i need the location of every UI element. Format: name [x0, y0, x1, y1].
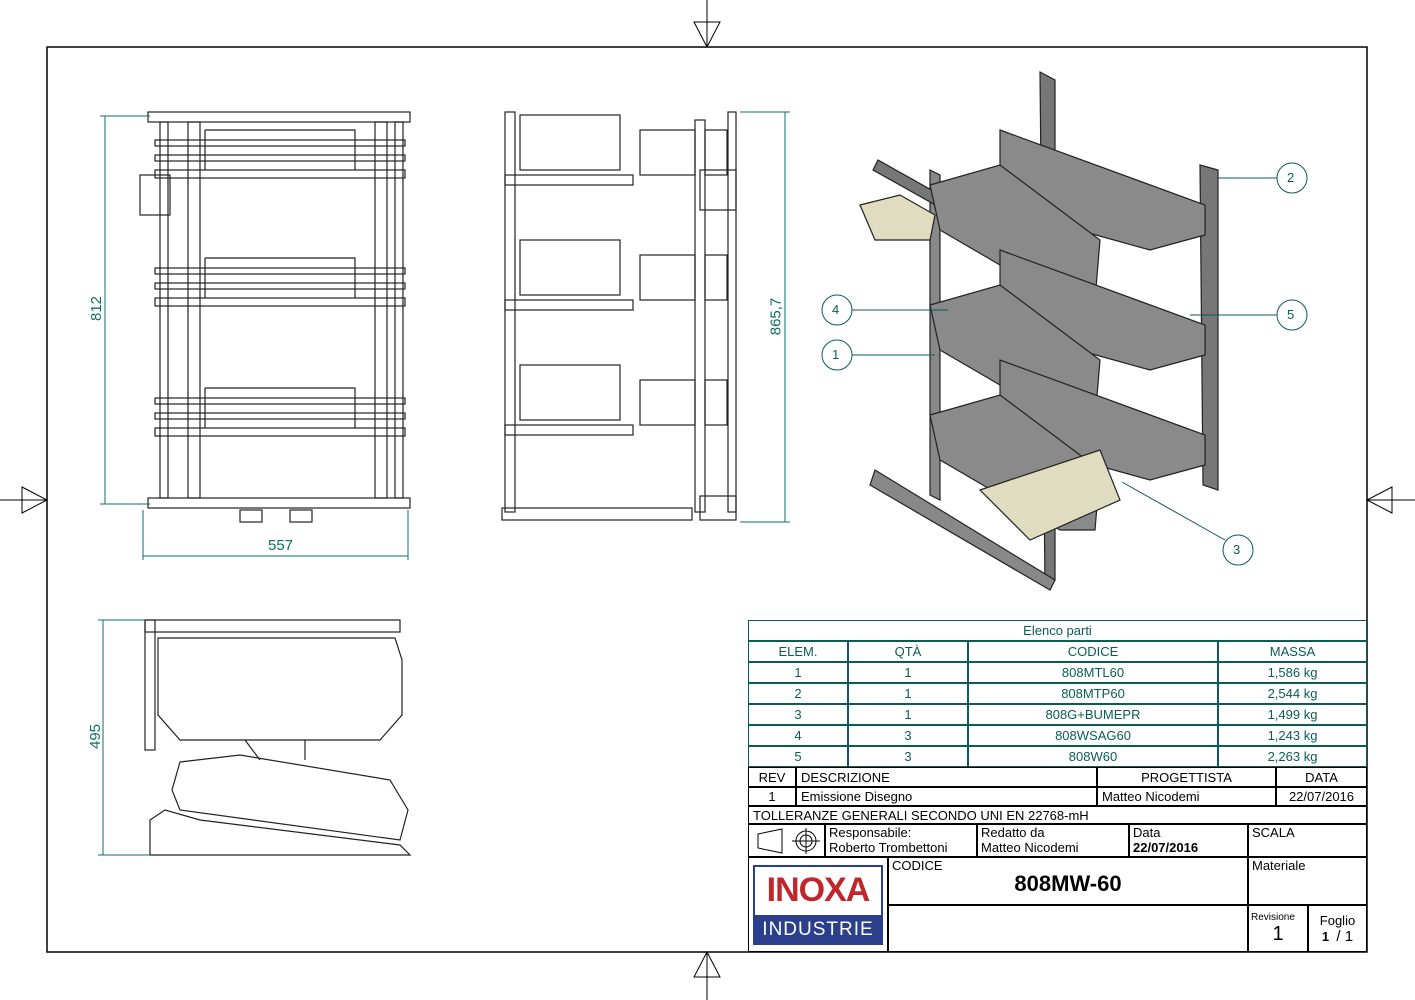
parts-cell: 808WSAG60 — [968, 725, 1218, 746]
date-value-tb: 22/07/2016 — [1133, 840, 1199, 855]
designer-header: PROGETTISTA — [1097, 767, 1276, 787]
rev-header: REV — [748, 767, 796, 787]
dimension-lines — [98, 111, 790, 856]
balloon-2 — [1276, 162, 1308, 194]
balloon-label-2: 2 — [1287, 170, 1295, 185]
balloon-label-1: 1 — [832, 347, 840, 362]
parts-cell: 1,499 kg — [1218, 704, 1367, 725]
parts-cell: 3 — [848, 746, 968, 767]
parts-cell: 1 — [848, 662, 968, 683]
balloon-1 — [821, 339, 853, 371]
col-qta: QTÀ — [848, 641, 968, 662]
parts-cell: 808G+BUMEPR — [968, 704, 1218, 725]
parts-cell: 808MTL60 — [968, 662, 1218, 683]
date-label: Data — [1133, 825, 1161, 840]
balloon-leaders — [821, 162, 1308, 566]
drawn-by-value: Matteo Nicodemi — [981, 840, 1079, 855]
parts-cell: 3 — [748, 704, 848, 725]
projection-symbol — [748, 824, 825, 857]
code-label: CODICE — [892, 858, 943, 873]
parts-cell: 808MTP60 — [968, 683, 1218, 704]
parts-cell: 5 — [748, 746, 848, 767]
projection-icon — [757, 827, 820, 854]
desc-value: Emissione Disegno — [796, 787, 1097, 806]
scale-label: SCALA — [1252, 825, 1295, 840]
parts-cell: 3 — [848, 725, 968, 746]
dim-depth: 495 — [87, 723, 105, 750]
parts-cell: 1 — [748, 662, 848, 683]
responsible-value: Roberto Trombettoni — [829, 840, 948, 855]
company-logo: INOXA INDUSTRIE — [748, 857, 888, 952]
balloon-3 — [1222, 534, 1254, 566]
parts-cell: 808W60 — [968, 746, 1218, 767]
parts-list-title: Elenco parti — [748, 620, 1367, 641]
code-cell: CODICE 808MW-60 — [888, 857, 1248, 905]
front-view — [139, 111, 411, 523]
drawing-code: 808MW-60 — [1014, 871, 1122, 896]
designer-value: Matteo Nicodemi — [1097, 787, 1276, 806]
tolerances: TOLLERANZE GENERALI SECONDO UNI EN 22768… — [748, 806, 1367, 824]
top-view — [144, 619, 412, 856]
date-header: DATA — [1276, 767, 1367, 787]
col-codice: CODICE — [968, 641, 1218, 662]
balloon-label-5: 5 — [1287, 307, 1295, 322]
parts-cell: 2,263 kg — [1218, 746, 1367, 767]
sheet-cell: Foglio 1 / 1 — [1308, 905, 1367, 952]
desc-header: DESCRIZIONE — [796, 767, 1097, 787]
dim-height-front: 812 — [88, 295, 106, 322]
col-massa: MASSA — [1218, 641, 1367, 662]
responsible-label: Responsabile: — [829, 825, 912, 840]
col-elem: ELEM. — [748, 641, 848, 662]
isometric-view — [859, 70, 1219, 591]
parts-cell: 1 — [848, 704, 968, 725]
balloon-label-3: 3 — [1233, 542, 1241, 557]
date-value: 22/07/2016 — [1276, 787, 1367, 806]
balloon-4 — [821, 294, 853, 326]
parts-cell: 2 — [748, 683, 848, 704]
parts-cell: 1 — [848, 683, 968, 704]
balloon-5 — [1276, 299, 1308, 331]
side-view — [501, 111, 737, 521]
dim-width: 557 — [268, 537, 294, 554]
drawn-by-label: Redatto da — [981, 825, 1045, 840]
material-label: Materiale — [1252, 858, 1306, 873]
revision-cell: Revisione 1 — [1248, 905, 1308, 952]
parts-cell: 1,243 kg — [1218, 725, 1367, 746]
parts-cell: 2,544 kg — [1218, 683, 1367, 704]
dim-height-side: 865,7 — [767, 297, 785, 336]
parts-cell: 4 — [748, 725, 848, 746]
balloon-label-4: 4 — [832, 302, 840, 317]
parts-cell: 1,586 kg — [1218, 662, 1367, 683]
rev-value: 1 — [748, 787, 796, 806]
empty-cell — [888, 905, 1248, 952]
